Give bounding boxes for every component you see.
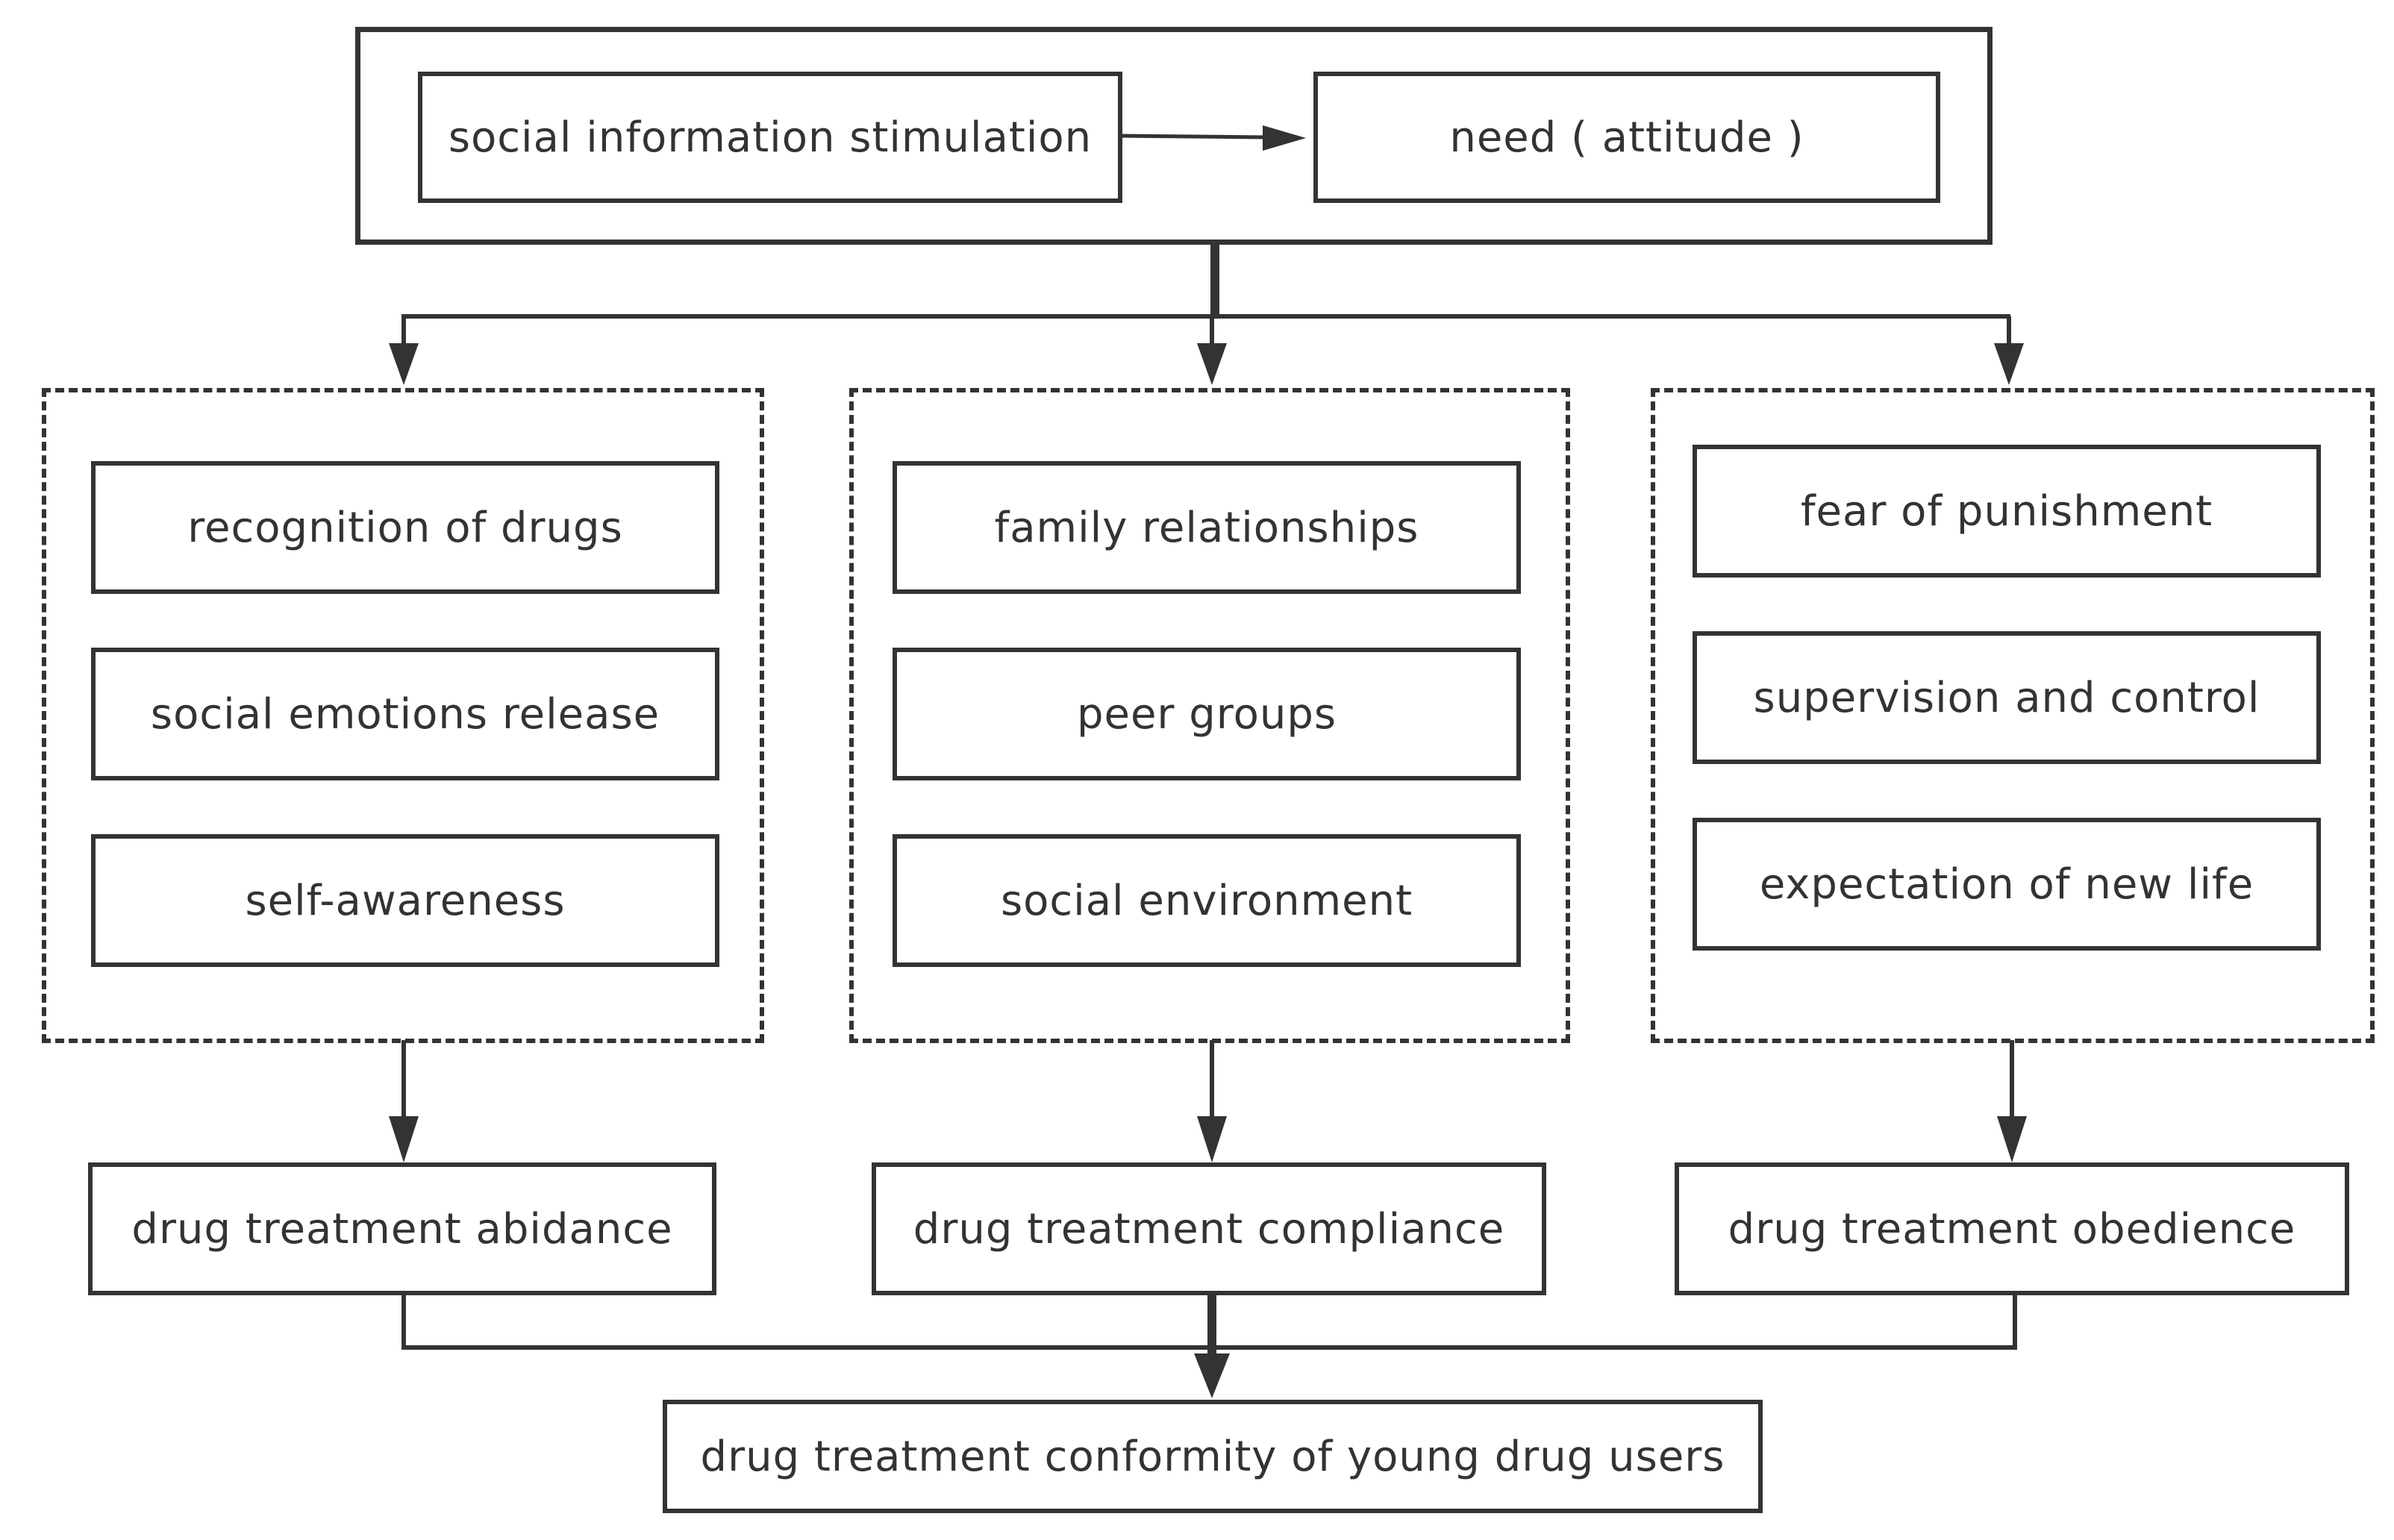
factor-peer-groups: peer groups <box>893 648 1521 780</box>
arrow-head-need <box>1263 125 1306 151</box>
arrow-head-outcome-left <box>389 1116 419 1162</box>
factor-social-emotions-release: social emotions release <box>91 648 719 780</box>
outcome-compliance: drug treatment compliance <box>872 1162 1546 1295</box>
need-box: need ( attitude ) <box>1313 72 1940 203</box>
arrow-head-outcome-right <box>1997 1116 2027 1162</box>
factor-social-environment: social environment <box>893 834 1521 967</box>
factor-expectation-of-new-life: expectation of new life <box>1693 818 2321 951</box>
arrow-head-group-left <box>389 343 419 385</box>
factor-fear-of-punishment: fear of punishment <box>1693 445 2321 578</box>
arrow-head-outcome-middle <box>1197 1116 1227 1162</box>
group-control <box>1651 388 2375 1043</box>
outcome-abidance: drug treatment abidance <box>88 1162 716 1295</box>
factor-family-relationships: family relationships <box>893 461 1521 594</box>
arrow-stimulation-to-need <box>1120 134 1269 140</box>
group-cognitive <box>42 388 764 1043</box>
stimulation-box: social information stimulation <box>418 72 1122 203</box>
arrow-head-group-middle <box>1197 343 1227 385</box>
result-conformity: drug treatment conformity of young drug … <box>663 1400 1763 1513</box>
arrow-head-result <box>1194 1353 1230 1398</box>
factor-recognition-of-drugs: recognition of drugs <box>91 461 719 594</box>
top-frame <box>355 27 1993 245</box>
group-social <box>849 388 1570 1043</box>
outcome-obedience: drug treatment obedience <box>1675 1162 2349 1295</box>
factor-self-awareness: self-awareness <box>91 834 719 967</box>
arrow-head-group-right <box>1994 343 2024 385</box>
factor-supervision-and-control: supervision and control <box>1693 631 2321 764</box>
